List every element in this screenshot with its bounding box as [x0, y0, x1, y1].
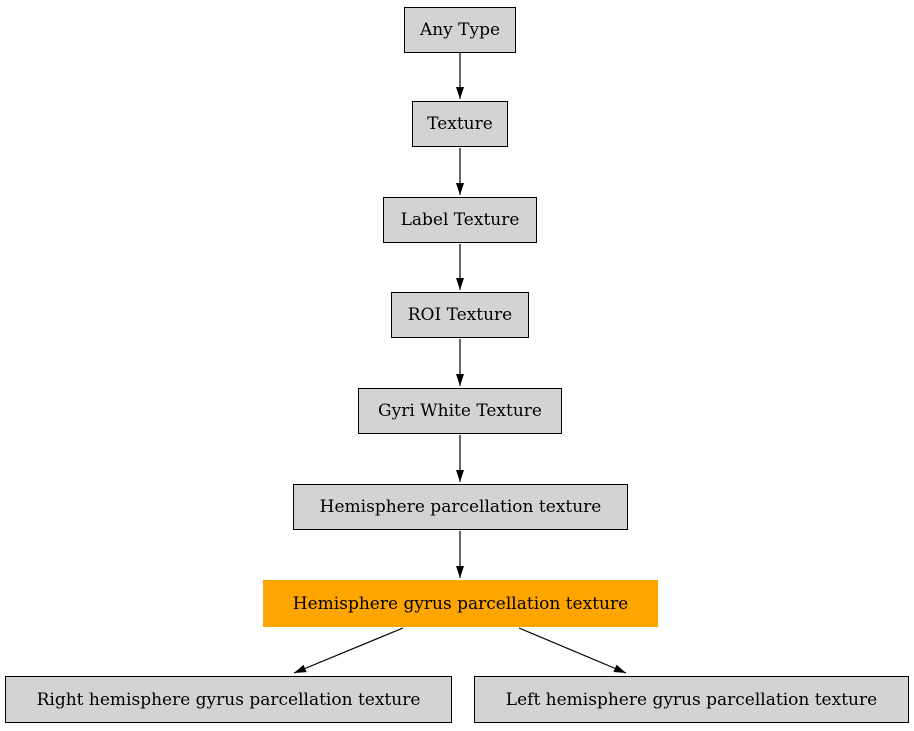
node-gyri-white-texture: Gyri White Texture	[358, 388, 562, 434]
node-any-type: Any Type	[404, 7, 516, 53]
node-left-hemisphere-gyrus-parcellation-texture: Left hemisphere gyrus parcellation textu…	[474, 676, 909, 723]
edge-hemigyrus-righthemi	[293, 627, 404, 674]
node-hemisphere-parcellation-texture: Hemisphere parcellation texture	[293, 484, 628, 530]
edge-hemigyrus-lefthemi	[518, 627, 627, 674]
node-roi-texture: ROI Texture	[391, 292, 529, 338]
node-label-texture: Label Texture	[383, 197, 537, 243]
node-hemisphere-gyrus-parcellation-texture: Hemisphere gyrus parcellation texture	[263, 580, 658, 627]
node-texture: Texture	[412, 101, 508, 147]
node-right-hemisphere-gyrus-parcellation-texture: Right hemisphere gyrus parcellation text…	[5, 676, 452, 723]
